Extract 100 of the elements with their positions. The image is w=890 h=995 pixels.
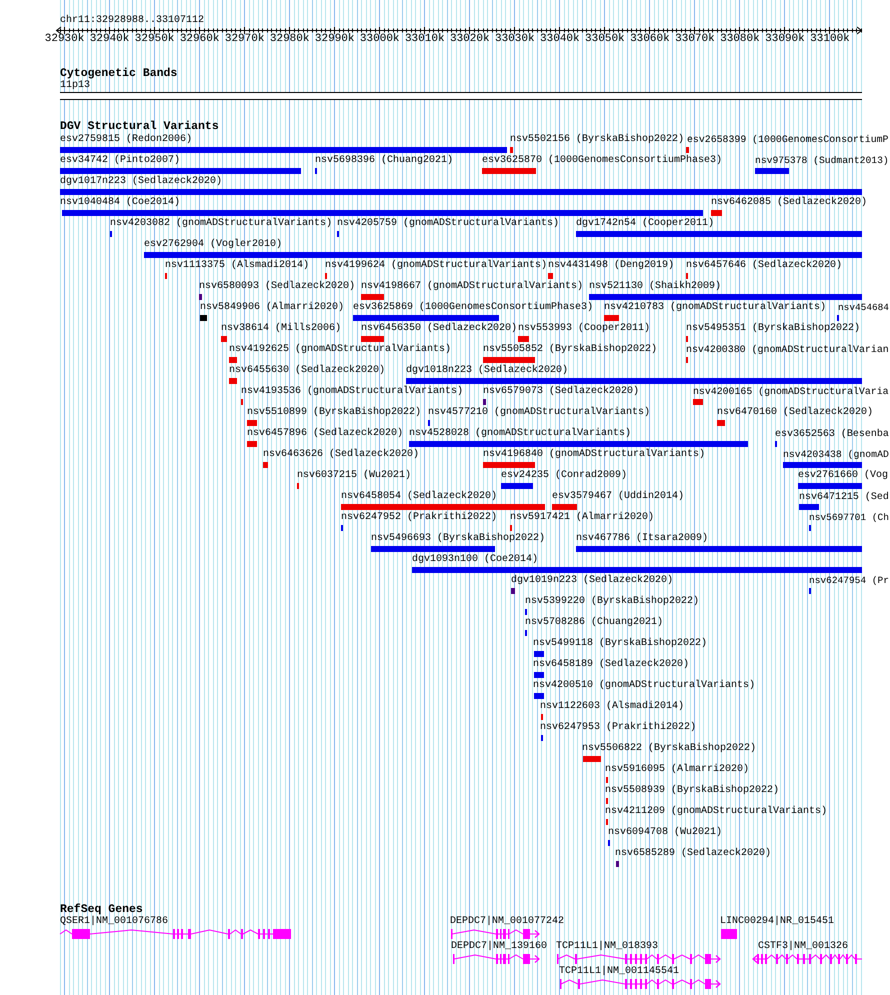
tick-label: 32940k [90,33,130,45]
variant-label: nsv6037215 (Wu2021) [297,470,412,481]
tick-label: 33020k [450,33,490,45]
variant-label: nsv38614 (Mills2006) [221,323,342,334]
variant-label: nsv4577210 (gnomADStructuralVariants) [428,407,650,418]
tick-label: 33090k [765,33,805,45]
variant-label: nsv5917421 (Almarri2020) [510,512,654,523]
variant-label: nsv553993 (Cooper2011) [518,323,650,334]
variant-label: nsv4200510 (gnomADStructuralVariants) [533,680,756,691]
variant-label: nsv6247952 (Prakrithi2022) [341,512,498,523]
track-title: Cytogenetic Bands [60,67,178,80]
variant-label: nsv4205759 (gnomADStructuralVariants) [337,218,560,229]
position-label: chr11:32928988..33107112 [60,15,204,26]
variant-label: nsv4211209 (gnomADStructuralVariants) [605,806,828,817]
variant-label: nsv5508939 (ByrskaBishop2022) [605,785,780,796]
variant-label: nsv4198667 (gnomADStructuralVariants) [361,281,584,292]
tick-label: 33040k [540,33,580,45]
variant-label: esv3652563 (Besenba [775,428,889,439]
gene-label: DEPDC7|NM_139160 [451,941,548,952]
variant-label: nsv4192625 (gnomADStructuralVariants) [229,344,452,355]
variant-label: nsv6247953 (Prakrithi2022) [540,722,696,733]
variant-label: nsv1113375 (Alsmadi2014) [165,260,310,271]
variant-label: nsv975378 (Sudmant2013) [755,155,889,166]
variant-label: nsv6462085 (Sedlazeck2020) [711,197,868,208]
variant-label: esv3625870 (1000GenomesConsortiumPhase3) [482,155,722,166]
tick-label: 33050k [585,33,625,45]
variant-label: esv2658399 (1000GenomesConsortiumP [687,134,888,145]
gene-label: LINC00294|NR_015451 [720,916,834,927]
variant-label: nsv4193536 (gnomADStructuralVariants) [241,386,464,397]
gene-label: CSTF3|NM_001326 [758,941,848,952]
variant-label: dgv1742n54 (Cooper2011) [576,218,714,229]
variant-label: nsv6470160 (Sedlazeck2020) [717,407,874,418]
variant-label: nsv5506822 (ByrskaBishop2022) [582,743,756,754]
tick-label: 32930k [44,33,84,45]
variant-label: nsv6455630 (Sedlazeck2020) [229,365,386,376]
variant-label: nsv4203082 (gnomADStructuralVariants) [110,218,332,229]
tick-label: 33000k [360,33,400,45]
variant-label: nsv5708286 (Chuang2021) [525,617,664,628]
variant-label: nsv6458189 (Sedlazeck2020) [533,659,690,670]
tick-label: 33080k [720,33,760,45]
variant-label: nsv4200165 (gnomADStructuralVaria [693,386,889,397]
variant-label: esv2759815 (Redon2006) [60,134,192,145]
variant-label: nsv4199624 (gnomADStructuralVariants) [325,260,548,271]
variant-label: dgv1093n100 (Coe2014) [412,554,538,565]
variant-label: nsv5399220 (ByrskaBishop2022) [525,596,700,607]
variant-label: dgv1018n223 (Sedlazeck2020) [406,365,568,376]
track-title: RefSeq Genes [60,903,143,916]
variant-label: nsv4203438 (gnomAD [783,449,889,460]
variant-label: esv3625869 (1000GenomesConsortiumPhase3) [353,302,594,313]
tick-label: 33070k [675,33,715,45]
variant-label: esv34742 (Pinto2007) [60,155,180,166]
tick-label: 32960k [180,33,220,45]
variant-label: dgv1017n223 (Sedlazeck2020) [60,176,222,187]
variant-label: nsv1040484 (Coe2014) [60,197,180,208]
tick-label: 32970k [224,33,264,45]
variant-label: nsv6457896 (Sedlazeck2020) [247,428,404,439]
variant-label: nsv6457646 (Sedlazeck2020) [686,260,842,271]
tick-label: 32980k [270,33,310,45]
variant-label: nsv6247954 (Pr [809,575,889,586]
variant-label: nsv6458054 (Sedlazeck2020) [341,491,498,502]
variant-label: nsv1122603 (Alsmadi2014) [540,701,684,712]
variant-label: esv2761660 (Vog [798,470,888,481]
variant-label: nsv6463626 (Sedlazeck2020) [263,449,420,460]
variant-label: nsv6094708 (Wu2021) [608,827,722,838]
tick-label: 33010k [404,33,445,45]
variant-label: nsv4200380 (gnomADStructuralVarian [686,344,889,355]
variant-label: nsv521130 (Shaikh2009) [589,281,722,292]
gene-label: TCP11L1|NM_001145541 [559,966,680,977]
variant-label: nsv4210783 (gnomADStructuralVariants) [604,302,826,313]
variant-label: nsv6585289 (Sedlazeck2020) [615,848,772,859]
variant-label: nsv6580093 (Sedlazeck2020) [199,281,356,292]
variant-label: dgv1019n223 (Sedlazeck2020) [511,575,674,586]
tick-label: 33030k [494,33,535,45]
variant-label: esv3579467 (Uddin2014) [552,491,684,502]
variant-label: nsv4196840 (gnomADStructuralVariants) [483,449,706,460]
tick-label: 32950k [134,33,174,45]
variant-label: nsv5510899 (ByrskaBishop2022) [247,407,422,418]
variant-label: nsv454684 [838,302,889,313]
variant-label: nsv5502156 (ByrskaBishop2022) [510,134,684,145]
gene-label: TCP11L1|NM_018393 [556,941,658,952]
variant-label: nsv5495351 (ByrskaBishop2022) [686,323,860,334]
variant-label: nsv467786 (Itsara2009) [576,533,708,544]
variant-label: nsv4528028 (gnomADStructuralVariants) [409,428,632,439]
variant-label: nsv5916095 (Almarri2020) [605,764,750,775]
gene-label: DEPDC7|NM_001077242 [450,916,564,927]
track-title: DGV Structural Variants [60,120,219,133]
variant-label: nsv5505852 (ByrskaBishop2022) [483,344,658,355]
variant-label: nsv6471215 (Sed [799,491,889,502]
variant-label: nsv5849906 (Almarri2020) [200,302,344,313]
tick-label: 33060k [630,33,670,45]
variant-label: nsv5499118 (ByrskaBishop2022) [533,638,708,649]
variant-label: nsv5496693 (ByrskaBishop2022) [371,533,546,544]
variant-label: nsv6579073 (Sedlazeck2020) [483,386,640,397]
variant-label: nsv6456350 (Sedlazeck2020) [361,323,518,334]
variant-label: nsv4431498 (Deng2019) [548,260,674,271]
tick-label: 33100k [810,33,850,45]
gene-label: QSER1|NM_001076786 [60,916,168,927]
tick-label: 32990k [314,33,354,45]
variant-label: nsv5697701 (Ch [809,512,889,523]
variant-label: esv24235 (Conrad2009) [501,470,628,481]
